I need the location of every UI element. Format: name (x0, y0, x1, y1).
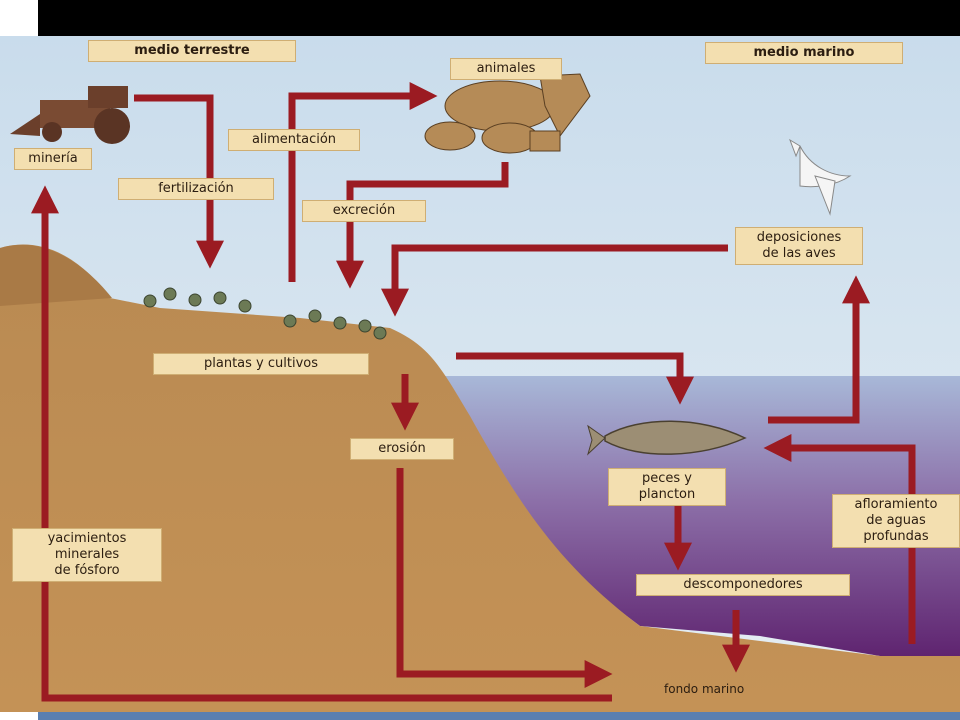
label-fertilizacion: fertilización (118, 178, 274, 200)
label-yacimientos-line2: minerales (54, 547, 120, 562)
label-excrecion: excreción (302, 200, 426, 222)
label-descomponedores: descomponedores (636, 574, 850, 596)
label-medio-marino: medio marino (705, 42, 903, 64)
label-yacimientos-line1: yacimientos (47, 531, 127, 546)
label-medio-terrestre: medio terrestre (88, 40, 296, 62)
phosphorus-cycle-diagram: medio terrestre medio marino minería ani… (0, 36, 960, 712)
arrow-fish-to-birds (768, 275, 870, 424)
hill (0, 244, 112, 306)
label-deposiciones-aves: deposiciones de las aves (735, 227, 863, 265)
label-yacimientos-line3: de fósforo (54, 563, 120, 578)
label-afloramiento: afloramiento de aguas profundas (832, 494, 960, 548)
cycle-arrows (31, 82, 916, 702)
label-mineria: minería (14, 148, 92, 170)
diagram-canvas (0, 36, 960, 712)
bird-illustration (789, 138, 852, 216)
label-afloramiento-line1: afloramiento (854, 497, 938, 512)
label-peces-plancton: peces y plancton (608, 468, 726, 506)
tractor-illustration (10, 86, 130, 144)
arrow-deposits-to-mining (31, 185, 612, 702)
label-yacimientos: yacimientos minerales de fósforo (12, 528, 162, 582)
label-afloramiento-line3: profundas (863, 529, 929, 544)
arrow-excretion (336, 162, 509, 289)
bottom-blue-bar (38, 712, 960, 720)
plants-illustration (143, 287, 387, 340)
animals-illustration (424, 73, 591, 154)
arrow-feeding (288, 82, 438, 282)
label-deposiciones-line1: deposiciones (756, 230, 842, 245)
arrow-upwelling (763, 434, 916, 644)
arrow-erosion-to-seafloor (396, 468, 613, 688)
label-deposiciones-line2: de las aves (762, 246, 836, 261)
label-fondo-marino: fondo marino (664, 682, 745, 696)
label-peces-line2: plancton (638, 487, 696, 502)
label-erosion: erosión (350, 438, 454, 460)
label-afloramiento-line2: de aguas (866, 513, 926, 528)
arrow-bird-to-land (381, 244, 728, 317)
fish-illustration (587, 420, 747, 456)
label-animales: animales (450, 58, 562, 80)
label-alimentacion: alimentación (228, 129, 360, 151)
label-peces-line1: peces y (642, 471, 692, 486)
arrow-fertilization (134, 94, 224, 269)
arrow-land-to-sea (456, 352, 694, 405)
top-black-bar (38, 0, 960, 36)
label-plantas-cultivos: plantas y cultivos (153, 353, 369, 375)
